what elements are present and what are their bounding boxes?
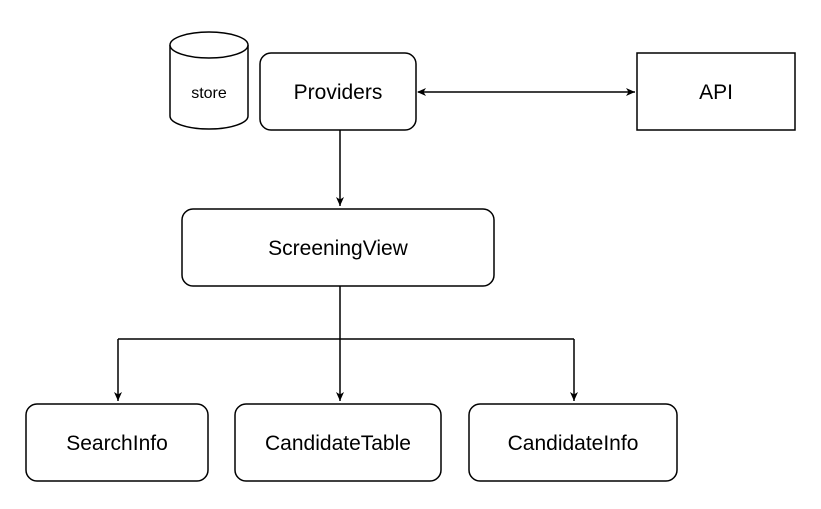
candidateinfo-node[interactable]: CandidateInfo [468,403,678,482]
providers-label: Providers [294,81,383,104]
screeningview-box [181,208,495,287]
store-node[interactable]: store [169,31,249,130]
candidatetable-box [234,403,442,482]
candidatetable-label: CandidateTable [265,432,411,455]
store-label: store [191,85,227,102]
providers-box [259,52,417,131]
api-box [636,52,796,131]
store-cylinder-top [169,31,249,59]
searchinfo-node[interactable]: SearchInfo [25,403,209,482]
searchinfo-label: SearchInfo [66,432,168,455]
providers-node[interactable]: Providers [259,52,417,131]
candidatetable-node[interactable]: CandidateTable [234,403,442,482]
store-cylinder-body [169,45,249,130]
screeningview-node[interactable]: ScreeningView [181,208,495,287]
candidateinfo-label: CandidateInfo [508,432,639,455]
searchinfo-box [25,403,209,482]
edges-screeningview-children [114,286,578,401]
candidateinfo-box [468,403,678,482]
api-label: API [699,81,733,104]
screeningview-label: ScreeningView [268,237,409,260]
api-node[interactable]: API [636,52,796,131]
